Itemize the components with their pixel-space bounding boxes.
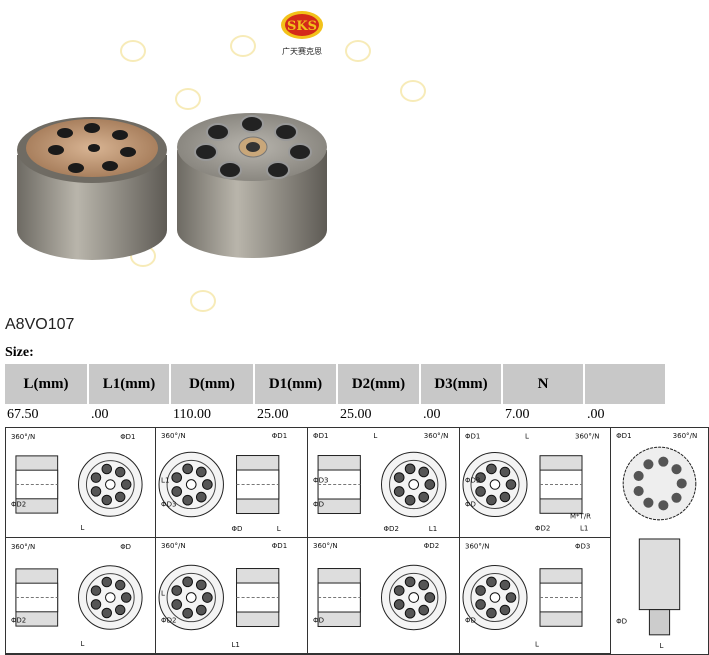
spec-header-row: L(mm) L1(mm) D(mm) D1(mm) D2(mm) D3(mm) … [5,364,665,404]
header-l: L(mm) [5,364,87,404]
dimension-label: ΦD [465,617,476,625]
dimension-label: 360°/N [161,541,186,550]
header-l1: L1(mm) [89,364,169,404]
dimension-label: 360°/N [11,433,35,441]
dimension-label: ΦD2 [161,616,176,625]
dimension-label: ΦD [616,617,628,626]
spec-value-row: 67.50 .00 110.00 25.00 25.00 .00 7.00 .0… [5,404,665,426]
watermark-icon [345,40,371,62]
header-d1: D1(mm) [255,364,336,404]
dimension-label: ΦD [120,543,131,551]
dimension-label: ΦD3 [575,543,590,551]
dimension-label: ΦD1 [272,541,287,550]
header-n: N [503,364,583,404]
header-blank [585,364,665,404]
dimension-label: 360°/N [11,543,35,551]
dimension-label: L1 [429,524,437,533]
product-photo [17,113,327,260]
dimension-label: ΦD2 [11,616,26,624]
dimension-label: L [81,524,85,532]
dimension-label: ΦD2 [11,500,26,508]
dimension-label: 360°/N [673,431,698,440]
dimension-label: L [81,640,85,648]
dimension-label: ΦD1 [313,431,328,440]
dimension-label: ΦD2 [535,525,550,533]
product-code: A8VO107 [5,316,75,333]
dimension-label: 360°/N [313,541,338,550]
dimension-label: L1 [232,640,240,649]
value-extra: .00 [587,407,605,422]
dimension-label: ΦD3 [161,500,176,509]
dimension-label: ΦD [313,616,324,625]
sks-logo-icon: SKS [281,11,323,39]
dimension-label: L [373,431,377,440]
value-d3: .00 [423,407,441,422]
svg-text:SKS: SKS [287,19,317,34]
dimension-label: ΦD [232,524,243,533]
value-l: 67.50 [7,407,39,422]
dimension-label: ΦD3 [313,476,328,485]
dimension-label: ΦD1 [272,431,287,440]
watermark-icon [175,88,201,110]
dimension-label: ΦD [465,501,476,509]
dimension-label: ΦD2 [384,524,399,533]
dimension-label: L [660,641,664,650]
value-l1: .00 [91,407,109,422]
dimension-label: L [161,589,165,598]
dimension-label: ΦD [313,500,324,509]
brand-logo: SKS 广天赛克思 [272,10,332,57]
diagram-drawing: ΦD1 360°/N ΦD L [616,431,698,650]
dimension-label: 360°/N [424,431,449,440]
header-d: D(mm) [171,364,253,404]
value-d2: 25.00 [340,407,372,422]
watermark-icon [120,40,146,62]
dimension-label: ΦD1 [616,431,631,440]
watermark-icon [230,35,256,57]
header-d2: D2(mm) [338,364,419,404]
dimension-label: ΦD1 [465,433,480,441]
dimension-label: L [277,524,281,533]
dimension-label: 360°/N [465,543,489,551]
logo-subtitle: 广天赛克思 [282,47,322,56]
spec-table: L(mm) L1(mm) D(mm) D1(mm) D2(mm) D3(mm) … [3,364,667,426]
dimension-label: ΦD1 [120,433,135,441]
dimension-label: ΦD2 [424,541,439,550]
value-n: 7.00 [505,407,530,422]
dimension-label: ΦD3 [465,477,480,485]
value-d: 110.00 [173,407,211,422]
dimension-label: L1 [161,476,169,485]
diagram: ΦD1 360°/N ΦD L [611,428,708,654]
dimension-label: 360°/N [575,433,599,441]
dimension-label: L1 [580,525,588,533]
dimension-label: 360°/N [161,431,186,440]
watermark-icon [190,290,216,312]
dimension-label: L [525,433,529,441]
dimension-label: M*T/R [570,513,591,521]
watermark-icon [400,80,426,102]
value-d1: 25.00 [257,407,289,422]
dimension-label: L [535,641,539,649]
size-label: Size: [5,345,34,360]
header-d3: D3(mm) [421,364,501,404]
